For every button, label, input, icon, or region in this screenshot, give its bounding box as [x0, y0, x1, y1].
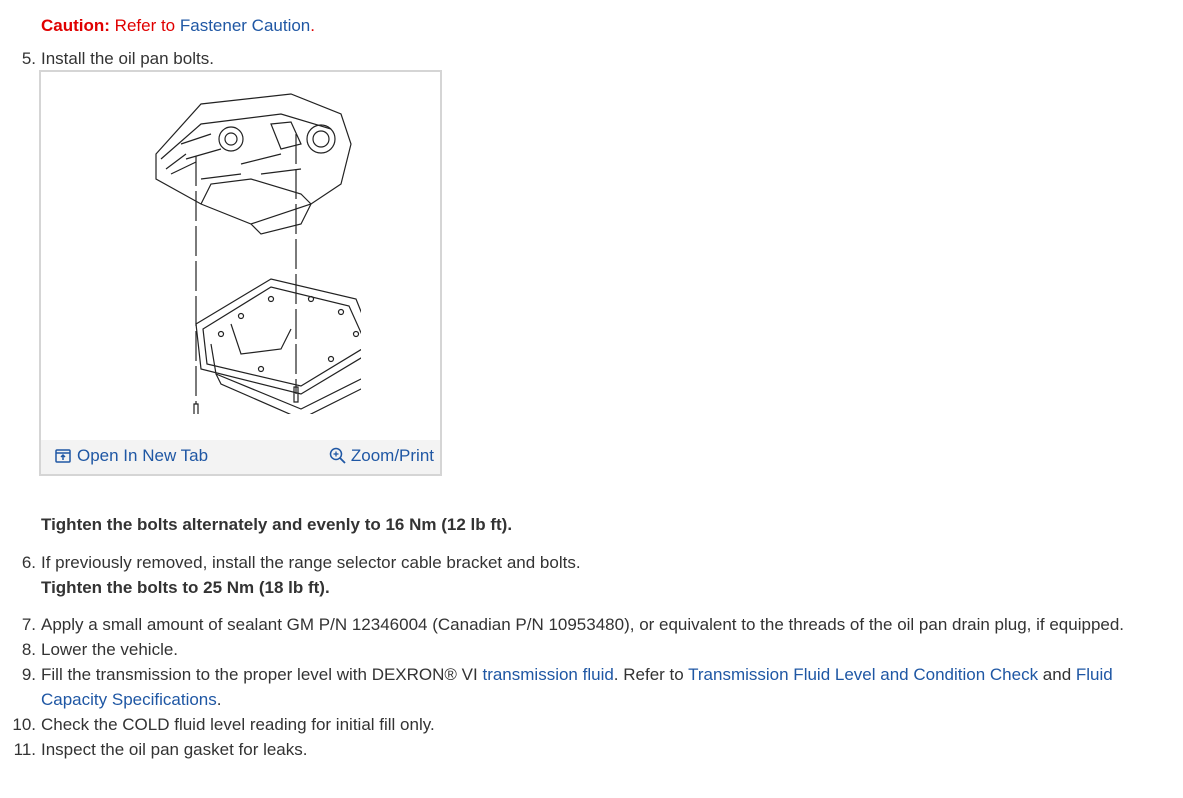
step-9-text-a: Fill the transmission to the proper leve…	[41, 665, 483, 684]
zoom-icon	[329, 447, 346, 464]
zoom-print-label: Zoom/Print	[350, 446, 434, 465]
step-number: 9.	[21, 665, 36, 684]
open-in-new-tab-label: Open In New Tab	[77, 446, 209, 465]
open-new-tab-icon	[55, 449, 71, 463]
step-number: 7.	[21, 615, 36, 634]
step-text: Apply a small amount of sealant GM P/N 1…	[41, 615, 1125, 634]
step-text: Inspect the oil pan gasket for leaks.	[41, 740, 308, 759]
caution-end: .	[310, 16, 315, 35]
step-number: 5.	[21, 49, 36, 68]
step-6-torque: Tighten the bolts to 25 Nm (18 lb ft).	[41, 578, 330, 597]
fastener-caution-link[interactable]: Fastener Caution	[179, 16, 311, 35]
step-text: If previously removed, install the range…	[41, 553, 581, 572]
oil-pan-illustration	[155, 93, 361, 414]
step-number: 10.	[12, 715, 36, 734]
step-number: 6.	[21, 553, 36, 572]
step-9-text-c: and	[1038, 665, 1076, 684]
open-in-new-tab-button[interactable]: Open In New Tab	[55, 446, 208, 466]
step-9-text-d: .	[216, 690, 222, 709]
step-5-torque: Tighten the bolts alternately and evenly…	[41, 515, 513, 534]
fluid-level-check-link[interactable]: Transmission Fluid Level and Condition C…	[688, 665, 1039, 684]
caution-note: Caution: Refer to Fastener Caution.	[41, 15, 315, 37]
step-text: Install the oil pan bolts.	[41, 49, 214, 68]
figure-toolbar: Open In New Tab Zoom/Print	[41, 440, 440, 474]
caution-label: Caution:	[41, 16, 110, 35]
step-9-text-b: . Refer to	[613, 665, 689, 684]
fluid-capacity-link[interactable]: Fluid Capacity Specifications	[41, 665, 1113, 709]
caution-text: Refer to	[109, 16, 180, 35]
step-text: Fill the transmission to the proper leve…	[41, 662, 1161, 712]
zoom-print-button[interactable]: Zoom/Print	[329, 446, 434, 466]
step-text: Lower the vehicle.	[41, 640, 179, 659]
step-number: 11.	[13, 740, 36, 759]
step-number: 8.	[21, 640, 36, 659]
oil-pan-figure: Open In New Tab Zoom/Print	[39, 70, 442, 476]
step-text: Check the COLD fluid level reading for i…	[41, 715, 435, 734]
transmission-fluid-link[interactable]: transmission fluid	[482, 665, 614, 684]
